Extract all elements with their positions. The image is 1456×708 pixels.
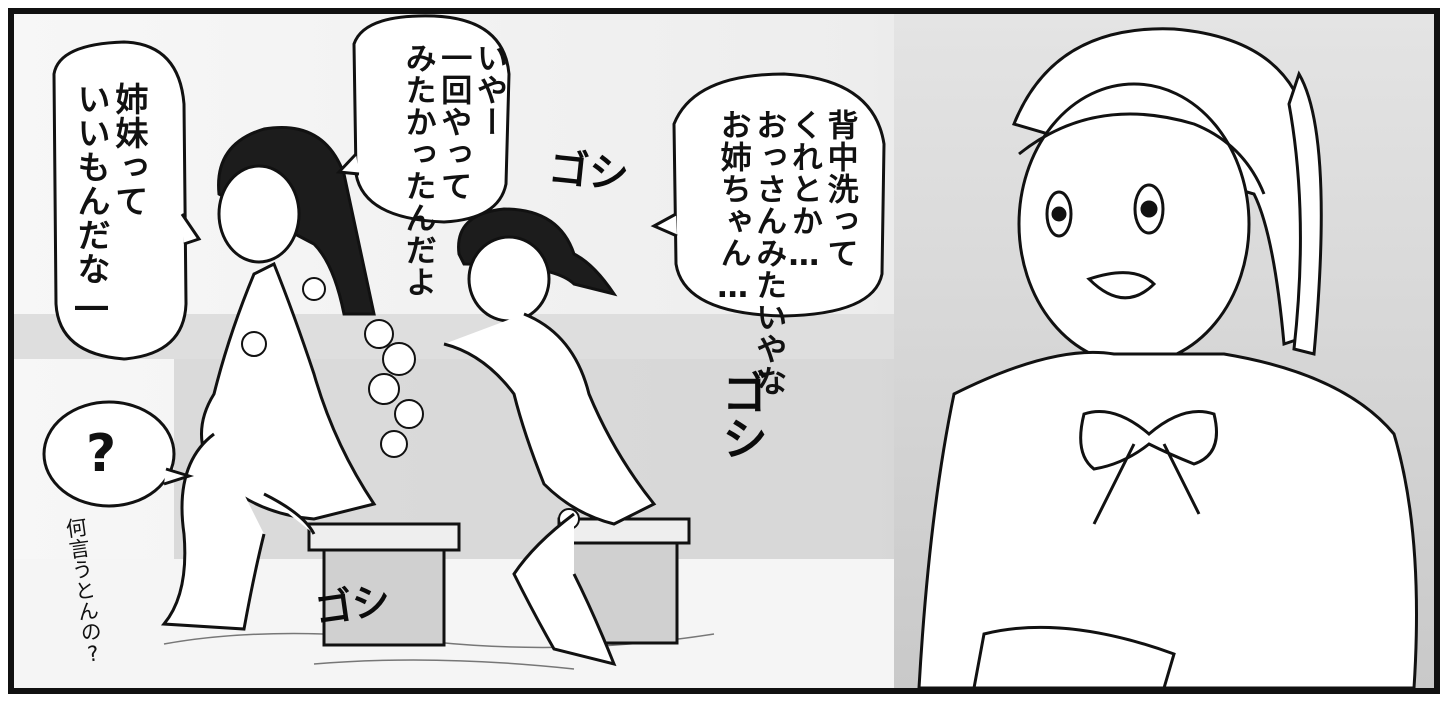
- sound-effect-bottom: ゴシ: [311, 577, 394, 633]
- speech-text-middle: いやー 一回やって みたかったんだよ: [399, 42, 507, 298]
- speech-bubble-right: [672, 72, 886, 318]
- speech-bubble-shapes: [42, 14, 886, 508]
- comic-panel: 姉妹って いいもんだな― いやー 一回やって みたかったんだよ 背中洗って くれ…: [8, 8, 1440, 694]
- panel-artwork: [14, 14, 1434, 688]
- speech-text-left: 姉妹って いいもんだな―: [71, 82, 149, 326]
- older-sister-figure: [160, 126, 377, 631]
- speech-bubble-left: [52, 40, 188, 361]
- bath-floor: [14, 559, 894, 688]
- question-bubble: [42, 400, 176, 508]
- sound-effect-right: ゴシ: [715, 369, 769, 461]
- speech-text-right: 背中洗って くれとか… おっさんみたいやな お姉ちゃん…: [714, 109, 858, 397]
- question-mark-text: ?: [86, 424, 117, 484]
- bath-stool-left: [307, 522, 461, 647]
- schoolgirl-figure: [917, 27, 1418, 688]
- sound-effect-top: ゴシ: [546, 144, 631, 200]
- speech-bubble-middle: [352, 14, 511, 224]
